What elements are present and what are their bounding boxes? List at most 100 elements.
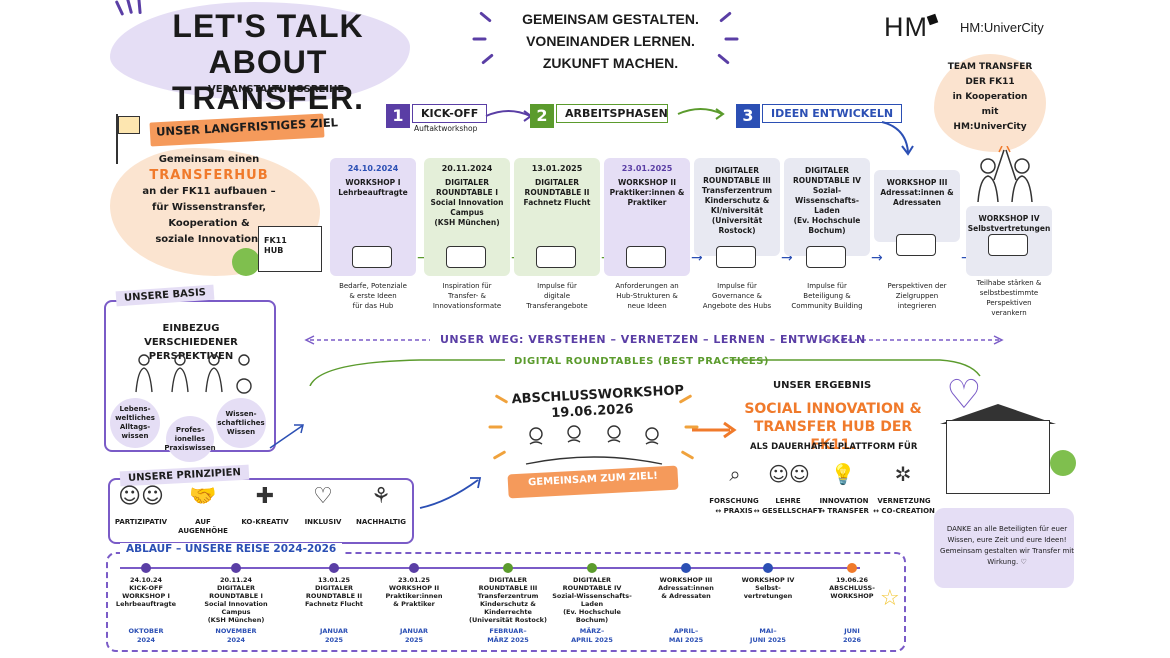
timeline-dot bbox=[503, 563, 513, 573]
workshop-date: 24.10.2024 bbox=[347, 164, 399, 173]
timeline-dot bbox=[329, 563, 339, 573]
people-icon: ☺☺ bbox=[118, 484, 164, 509]
timeline-month: JANUAR 2025 bbox=[399, 627, 428, 644]
handshake-icon: 🤝 bbox=[189, 484, 217, 509]
step-2-label: ARBEITSPHASEN bbox=[556, 104, 668, 123]
timeline-event: 24.10.24 KICK-OFF WORKSHOP I Lehrbeauftr… bbox=[115, 576, 177, 608]
step-3-label: IDEEN ENTWICKELN bbox=[762, 104, 903, 123]
magnifier-icon: ⌕ bbox=[729, 462, 741, 486]
motto-line: GEMEINSAM GESTALTEN. bbox=[522, 11, 699, 27]
tree-icon bbox=[232, 248, 260, 276]
result-title: SOCIAL INNOVATION & TRANSFER HUB DER FK1… bbox=[744, 401, 922, 453]
arrow-icon bbox=[485, 110, 533, 122]
motto-ray bbox=[724, 37, 739, 41]
title-ray bbox=[114, 0, 125, 16]
principle-label: PARTIZIPATIV bbox=[114, 518, 168, 526]
principle-label: KO-KREATIV bbox=[241, 518, 289, 526]
step-3-number: 3 bbox=[736, 104, 760, 128]
hub-house-illustration bbox=[946, 420, 1050, 494]
arrow-icon bbox=[692, 421, 737, 439]
timeline-dot bbox=[409, 563, 419, 573]
team-background bbox=[934, 54, 1046, 152]
workshop-title: DIGITALER ROUNDTABLE IV Sozial-Wissensch… bbox=[793, 166, 861, 235]
arrow-icon: → bbox=[871, 250, 883, 266]
workshop-date: 13.01.2025 bbox=[531, 164, 583, 173]
workshop-card bbox=[694, 158, 780, 256]
heart-flag-icon bbox=[118, 116, 140, 134]
motto-line: ZUKUNFT MACHEN. bbox=[542, 55, 679, 71]
workshop-table-illustration bbox=[525, 425, 663, 465]
team-transfer-note: TEAM TRANSFER DER FK11 in Kooperation mi… bbox=[947, 62, 1033, 132]
arrow-icon: → bbox=[417, 250, 429, 266]
network-icon: ✲ bbox=[894, 462, 912, 486]
workshop-card bbox=[874, 170, 960, 242]
timeline-dot bbox=[847, 563, 857, 573]
motto-ray bbox=[481, 53, 494, 65]
thanks-background bbox=[934, 508, 1074, 588]
hub-label: FK11 HUB bbox=[264, 236, 287, 255]
timeline-month: NOVEMBER 2024 bbox=[215, 627, 257, 644]
people-group-illustration bbox=[135, 354, 252, 394]
step-1-label: KICK-OFF bbox=[412, 104, 488, 123]
workshop-title: DIGITALER ROUNDTABLE III Transferzentrum… bbox=[701, 166, 773, 235]
sun-ray bbox=[680, 450, 695, 460]
timeline-dot bbox=[681, 563, 691, 573]
people-illustration bbox=[988, 234, 1028, 256]
arrow-icon: → bbox=[781, 250, 793, 266]
team-highfive-illustration bbox=[977, 146, 1033, 203]
thanks-note: DANKE an alle Beteiligten für euer Wisse… bbox=[940, 525, 1074, 566]
path-statement: UNSER WEG: VERSTEHEN – VERNETZEN – LERNE… bbox=[440, 333, 866, 346]
timeline-month: JUNI 2026 bbox=[842, 627, 862, 644]
motto-ray bbox=[479, 11, 492, 23]
workshop-title: WORKSHOP II Praktiker:innen & Praktiker bbox=[609, 178, 685, 207]
hub-building-icon bbox=[258, 226, 322, 272]
arrow-icon bbox=[677, 108, 725, 120]
laptop-icon bbox=[716, 246, 756, 268]
arrow-icon bbox=[881, 121, 914, 156]
motto-ray bbox=[719, 11, 732, 23]
sun-ray bbox=[488, 425, 503, 429]
timeline-title: ABLAUF – UNSERE REISE 2024-2026 bbox=[120, 543, 343, 555]
tree-icon bbox=[1050, 450, 1076, 476]
timeline-event: 23.01.25 WORKSHOP II Praktiker:innen & P… bbox=[385, 576, 443, 608]
result-label: UNSER ERGEBNIS bbox=[773, 380, 872, 391]
path-arrows bbox=[304, 335, 1004, 386]
workshop-description: Perspektiven der Zielgruppen integrieren bbox=[887, 282, 947, 310]
timeline-dot bbox=[763, 563, 773, 573]
timeline-event: DIGITALER ROUNDTABLE IV Sozial-Wissensch… bbox=[552, 576, 632, 624]
people-illustration bbox=[626, 246, 666, 268]
lightbulb-icon: 💡 bbox=[830, 462, 856, 486]
timeline-month: APRIL– MAI 2025 bbox=[668, 627, 704, 644]
people-illustration bbox=[896, 234, 936, 256]
laptop-icon bbox=[536, 246, 576, 268]
workshop-card bbox=[784, 158, 870, 256]
arrow-icon: → bbox=[691, 250, 703, 266]
univercity-logo: HM:UniverCity bbox=[960, 20, 1044, 35]
principle-label: INKLUSIV bbox=[304, 518, 342, 526]
workshop-description: Impulse für digitale Transferangebote bbox=[526, 282, 588, 310]
puzzle-icon: ✚ bbox=[255, 484, 275, 509]
laptop-icon bbox=[806, 246, 846, 268]
roof-shape bbox=[940, 404, 1056, 424]
star-icon: ☆ bbox=[880, 586, 900, 611]
timeline-event: 13.01.25 DIGITALER ROUNDTABLE II Fachnet… bbox=[305, 576, 363, 608]
timeline-dot bbox=[587, 563, 597, 573]
principle-label: NACHHALTIG bbox=[356, 518, 406, 526]
laptop-icon bbox=[446, 246, 486, 268]
motto-ray bbox=[717, 53, 730, 65]
timeline-month: MÄRZ– APRIL 2025 bbox=[571, 627, 613, 644]
roundtables-label: DIGITAL ROUNDTABLES (BEST PRACTICES) bbox=[514, 356, 769, 367]
step-1-sub: Auftaktworkshop bbox=[414, 124, 478, 133]
title-background bbox=[110, 2, 410, 102]
principle-label: AUF AUGENHÖHE bbox=[178, 518, 228, 535]
workshop-title: WORKSHOP I Lehrbeauftragte bbox=[338, 178, 408, 197]
timeline-panel bbox=[106, 552, 906, 652]
timeline-event: 20.11.24 DIGITALER ROUNDTABLE I Social I… bbox=[204, 576, 268, 624]
timeline-month: OKTOBER 2024 bbox=[128, 627, 164, 644]
page-title: LET'S TALK ABOUT TRANSFER. bbox=[171, 8, 365, 116]
people-illustration bbox=[352, 246, 392, 268]
goal-text: Gemeinsam einen TRANSFERHUB an der FK11 … bbox=[126, 152, 292, 248]
workshop-description: Inspiration für Transfer- & Innovationsf… bbox=[432, 282, 502, 310]
workshop-description: Impulse für Governance & Angebote des Hu… bbox=[702, 282, 772, 310]
heart-icon: ♡ bbox=[313, 484, 333, 509]
